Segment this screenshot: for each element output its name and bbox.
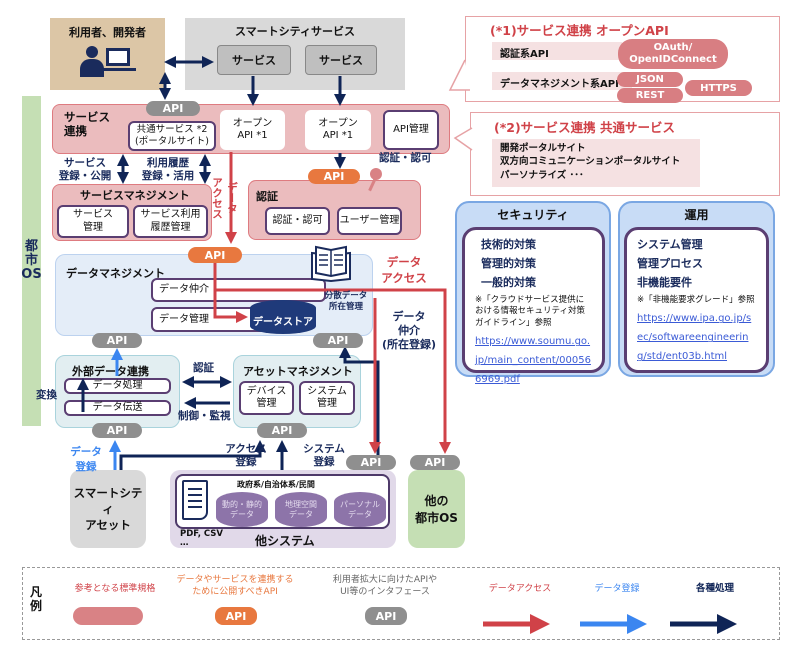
operation-note: ※「非機能要求グレード」参照 (637, 295, 755, 305)
operation-item: 管理プロセス (637, 257, 703, 270)
city-os-bar: 都市OS (21, 96, 42, 426)
data-transfer[interactable]: データ伝送 (64, 400, 171, 416)
legend-data-register-label: データ登録 (594, 583, 640, 594)
external-data-link-title: 外部データ連携 (72, 365, 149, 378)
security-title: セキュリティ (497, 208, 569, 222)
file-formats-label: PDF, CSV … (180, 529, 224, 549)
key-icon (366, 168, 384, 196)
external-lower-api[interactable]: API (92, 423, 142, 438)
smart-city-asset-box: スマートシティ アセット (70, 470, 146, 548)
operation-link[interactable]: https://www.ipa.go.jp/sec/softwareengine… (637, 313, 752, 363)
other-city-os-box: 他の 都市OS (408, 470, 465, 548)
operation-item: システム管理 (637, 238, 703, 251)
legend-ui-api-swatch: API (365, 607, 407, 625)
legend-ui-api-label: 利用者拡大に向けたAPIや UI等のインタフェース (332, 575, 438, 597)
users-developers-box: 利用者、開発者 (50, 18, 165, 90)
asset-management-title: アセットマネジメント (243, 365, 353, 378)
open-api-2[interactable]: オープン API *1 (305, 110, 371, 150)
service-management-title: サービスマネジメント (80, 189, 190, 202)
https-pill: HTTPS (685, 80, 752, 96)
data-access-right-label: データ アクセス (381, 255, 427, 285)
open-api-1[interactable]: オープン API *1 (220, 110, 285, 150)
geospatial-data-db: 地理空間 データ (275, 492, 327, 527)
rest-pill: REST (617, 88, 683, 103)
access-register-label: アクセス 登録 (225, 443, 267, 469)
security-item: 技術的対策 (481, 238, 536, 251)
distributed-data-location-label: 分散データ 所在管理 (324, 291, 368, 312)
auth-api-row: 認証系API (492, 42, 622, 60)
usage-history-label: 利用履歴 登録・活用 (141, 157, 195, 183)
users-label: 利用者、開発者 (69, 26, 146, 39)
operation-inner: システム管理 管理プロセス 非機能要件 ※「非機能要求グレード」参照 https… (624, 227, 769, 373)
data-management-api[interactable]: API (188, 247, 242, 263)
authentication-api[interactable]: API (308, 169, 360, 184)
smart-city-services-label: スマートシティサービス (234, 25, 355, 38)
personal-data-db: パーソナル データ (334, 492, 386, 527)
dynamic-static-data-db: 動的・静的 データ (216, 492, 268, 527)
legend-title: 凡 例 (30, 585, 43, 614)
asset-upper-api[interactable]: API (313, 333, 363, 348)
legend-process-label: 各種処理 (695, 583, 734, 594)
data-register-label: データ 登録 (70, 446, 102, 473)
user-management-item[interactable]: ユーザー管理 (337, 207, 402, 235)
note1-title: (*1)サービス連携 オープンAPI (490, 23, 669, 38)
control-monitor-label: 制御・監視 (178, 410, 231, 422)
note2-title: (*2)サービス連携 共通サービス (494, 120, 676, 135)
data-api-row: データマネジメント系API (492, 72, 632, 90)
service-usage-history-item[interactable]: サービス利用 履歴管理 (133, 205, 208, 238)
device-management[interactable]: デバイス 管理 (239, 381, 294, 415)
external-upper-api[interactable]: API (92, 333, 142, 348)
operation-item: 非機能要件 (637, 276, 692, 289)
system-management[interactable]: システム 管理 (299, 381, 355, 415)
other-systems-title: 他システム (255, 534, 315, 548)
security-item: 一般的対策 (481, 276, 536, 289)
operation-title: 運用 (684, 208, 709, 222)
security-link[interactable]: https://www.soumu.go.jp/main_content/000… (475, 336, 591, 386)
auth-authorize-label: 認証・認可 (379, 152, 432, 164)
data-store[interactable]: データストア (250, 300, 316, 334)
oauth-pill: OAuth/ OpenIDConnect (618, 39, 728, 69)
security-item: 管理的対策 (481, 257, 536, 270)
legend-standard-swatch (73, 607, 143, 625)
data-broker-label: データ仲介 (159, 284, 209, 295)
service-1[interactable]: サービス (217, 45, 291, 75)
legend-box (22, 567, 780, 640)
other-systems-subtitle: 政府系/自治体系/民間 (237, 480, 315, 489)
service-2[interactable]: サービス (305, 45, 377, 75)
auth-authorize-item[interactable]: 認証・認可 (265, 207, 330, 235)
api-management[interactable]: API管理 (383, 110, 439, 150)
data-broker-registration-label: データ 仲介 (所在登録) (381, 310, 437, 351)
data-processing[interactable]: データ処理 (64, 378, 171, 394)
asset-lower-api[interactable]: API (257, 423, 307, 438)
document-icon (182, 480, 208, 520)
authentication-title: 認証 (256, 190, 278, 203)
book-icon (310, 243, 352, 283)
system-register-api[interactable]: API (346, 455, 396, 470)
security-inner: 技術的対策 管理的対策 一般的対策 ※「クラウドサービス提供における情報セキュリ… (462, 227, 605, 385)
legend-standard-label: 参考となる標準規格 (74, 583, 156, 594)
common-services[interactable]: 共通サービス *2 (ポータルサイト) (128, 121, 216, 151)
service-management-item[interactable]: サービス 管理 (57, 205, 129, 238)
service-link-title: サービス 連携 (64, 110, 110, 139)
auth-label: 認証 (193, 362, 214, 374)
system-register-label: システム 登録 (303, 443, 345, 469)
data-manage-label: データ管理 (159, 314, 209, 325)
data-management-title: データマネジメント (66, 267, 165, 280)
legend-data-access-label: データアクセス (488, 583, 552, 594)
json-pill: JSON (617, 72, 683, 87)
data-access-vertical-label: データ アクセス (211, 176, 238, 219)
service-register-label: サービス 登録・公開 (58, 157, 112, 183)
other-city-api[interactable]: API (410, 455, 460, 470)
note2-body: 開発ポータルサイト 双方向コミュニケーションポータルサイト パーソナライズ ･･… (492, 139, 700, 187)
legend-public-api-swatch: API (215, 607, 257, 625)
service-link-api[interactable]: API (146, 101, 200, 116)
legend-public-api-label: データやサービスを連携する ために公開すべきAPI (176, 575, 294, 597)
person-computer-icon (78, 44, 138, 78)
convert-label: 変換 (36, 389, 57, 401)
data-broker[interactable]: データ仲介 (151, 278, 326, 302)
security-note: ※「クラウドサービス提供における情報セキュリティ対策ガイドライン」参照 (475, 295, 585, 328)
